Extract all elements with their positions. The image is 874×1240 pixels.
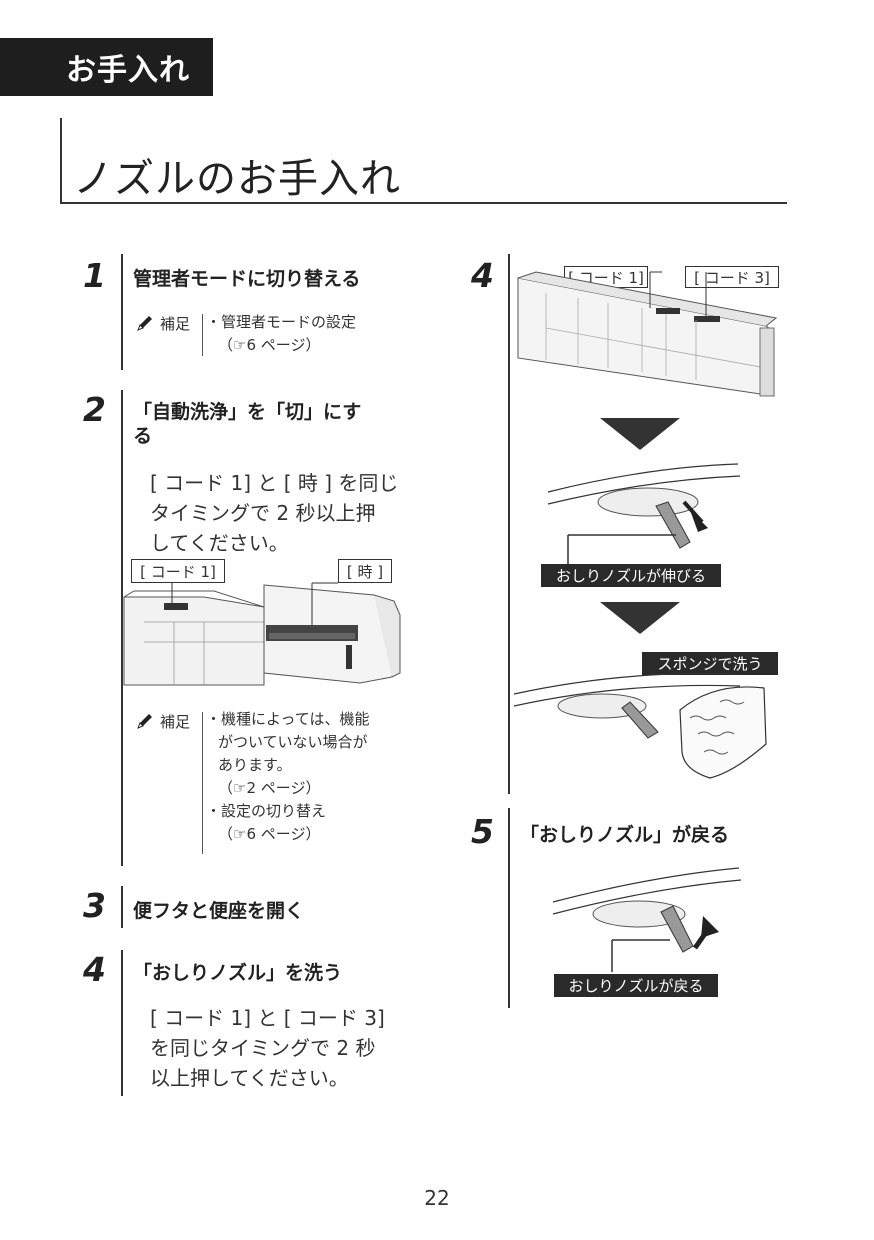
label-time: [ 時 ]	[338, 559, 392, 583]
remote-panel-illustration	[517, 271, 778, 397]
remote-panel-illustration	[123, 582, 401, 686]
section-tab: お手入れ	[0, 38, 213, 96]
page-number: 22	[424, 1186, 450, 1210]
step-number: 5	[471, 812, 494, 851]
sponge-wash-illustration	[513, 672, 767, 779]
label-nozzle-extends: おしりノズルが伸びる	[541, 564, 721, 587]
page-title: ノズルのお手入れ	[73, 156, 401, 202]
nozzle-extend-illustration	[547, 463, 741, 549]
step-number: 4	[471, 256, 494, 295]
step-heading: 「おしりノズル」が戻る	[520, 824, 730, 846]
pencil-icon	[137, 316, 152, 331]
step-number: 4	[83, 950, 106, 989]
note-text: ・管理者モードの設定 （☞6 ページ）	[206, 313, 357, 354]
step-heading: 「おしりノズル」を洗う	[133, 962, 343, 984]
note-label: 補足	[160, 315, 191, 333]
step-rule	[508, 254, 510, 794]
label-code3: [ コード 3]	[685, 266, 779, 288]
step-heading: 便フタと便座を開く	[133, 900, 305, 922]
step-number: 1	[83, 256, 106, 295]
label-nozzle-returns: おしりノズルが戻る	[554, 974, 718, 997]
step-number: 2	[83, 390, 106, 429]
pencil-icon	[137, 714, 152, 729]
note-label: 補足	[160, 713, 191, 731]
nozzle-return-illustration	[552, 867, 742, 953]
down-arrow-icon	[600, 418, 680, 450]
step-number: 3	[83, 886, 106, 925]
step-body: [ コード 1] と [ 時 ] を同じ タイミングで 2 秒以上押 してくださ…	[150, 471, 399, 555]
title-frame	[60, 118, 787, 204]
step-rule	[508, 808, 510, 1008]
step-heading: 「自動洗浄」を「切」にす る	[133, 401, 362, 447]
step-heading: 管理者モードに切り替える	[133, 268, 361, 290]
step-rule	[121, 950, 123, 1096]
label-leader	[567, 534, 676, 567]
note-divider	[202, 712, 203, 854]
step-rule	[121, 390, 123, 866]
label-leader	[611, 939, 670, 972]
note-divider	[202, 314, 203, 356]
step-rule	[121, 254, 123, 370]
label-code1: [ コード 1]	[131, 559, 225, 583]
label-sponge-wash: スポンジで洗う	[642, 652, 778, 675]
step-rule	[121, 886, 123, 928]
down-arrow-icon	[600, 602, 680, 634]
step-body: [ コード 1] と [ コード 3] を同じタイミングで 2 秒 以上押してく…	[150, 1006, 385, 1090]
note-text: ・機種によっては、機能 がついていない場合が あります。 （☞2 ページ） ・設…	[206, 710, 370, 843]
